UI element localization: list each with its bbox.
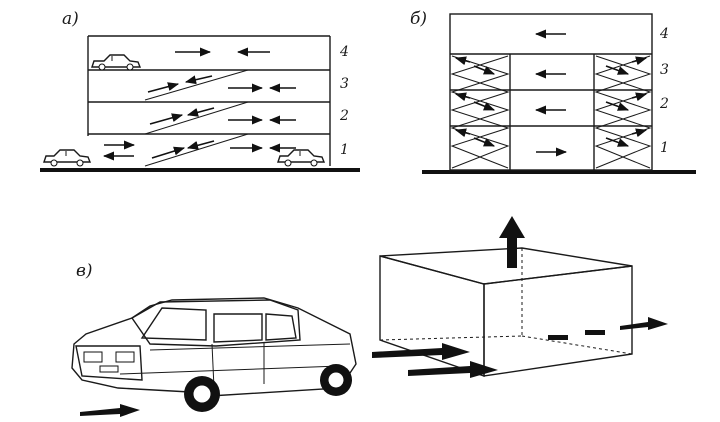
ramp-1	[144, 133, 249, 167]
panel-a-label: а)	[62, 9, 79, 29]
ramp-3	[144, 69, 249, 101]
arrow-left-icon	[454, 92, 471, 102]
arrow-right-icon	[372, 343, 470, 360]
arrow-right-icon	[605, 137, 630, 147]
car-icon	[91, 54, 142, 71]
level-number: 3	[340, 76, 349, 92]
arrow-left-icon	[454, 128, 471, 138]
sedan-3d-icon	[71, 297, 357, 412]
panel-b-building	[422, 13, 696, 174]
arrow-right-icon	[631, 56, 648, 66]
arrow-up-icon	[499, 216, 525, 268]
arrow-left-icon	[186, 140, 215, 150]
panel-v-flow-arrows	[80, 317, 668, 417]
arrow-right-icon	[80, 404, 140, 417]
panel-a-building	[40, 35, 360, 172]
arrow-right-icon	[605, 101, 630, 111]
arrow-left-icon	[184, 75, 213, 85]
arrow-right-icon	[473, 65, 496, 75]
panel-b-label: б)	[410, 9, 427, 29]
arrow-right-icon	[147, 82, 180, 93]
panel-a-flow-arrows	[102, 47, 296, 161]
arrow-right-icon	[631, 92, 648, 102]
panel-b-flow-arrows	[454, 29, 648, 157]
panel-b: б)	[410, 9, 696, 174]
level-number: 1	[660, 140, 669, 156]
level-number: 2	[659, 96, 669, 112]
ramp-2	[144, 101, 249, 135]
arrow-right-icon	[473, 137, 496, 147]
arrow-right-icon	[473, 101, 496, 111]
car-icon	[43, 149, 92, 167]
panel-v-label: в)	[76, 261, 93, 281]
panel-b-level-numbers: 4 3 2 1	[659, 26, 669, 156]
arrow-right-icon	[151, 146, 186, 159]
level-number: 1	[340, 142, 349, 158]
parking-box	[379, 247, 633, 377]
panel-a-level-numbers: 4 3 2 1	[339, 44, 349, 158]
level-number: 2	[339, 108, 349, 124]
level-number: 4	[339, 44, 349, 60]
arrow-left-icon	[186, 107, 215, 117]
panel-v: в)	[71, 216, 668, 417]
level-number: 4	[659, 26, 669, 42]
car-icon	[277, 149, 326, 167]
arrow-right-icon	[149, 113, 184, 125]
arrow-right-icon	[620, 317, 668, 330]
arrow-right-icon	[605, 65, 630, 75]
level-number: 3	[660, 62, 669, 78]
panel-a: а)	[40, 9, 360, 172]
arrow-right-icon	[408, 361, 498, 378]
arrow-right-icon	[631, 128, 648, 138]
arrow-left-icon	[454, 56, 471, 66]
